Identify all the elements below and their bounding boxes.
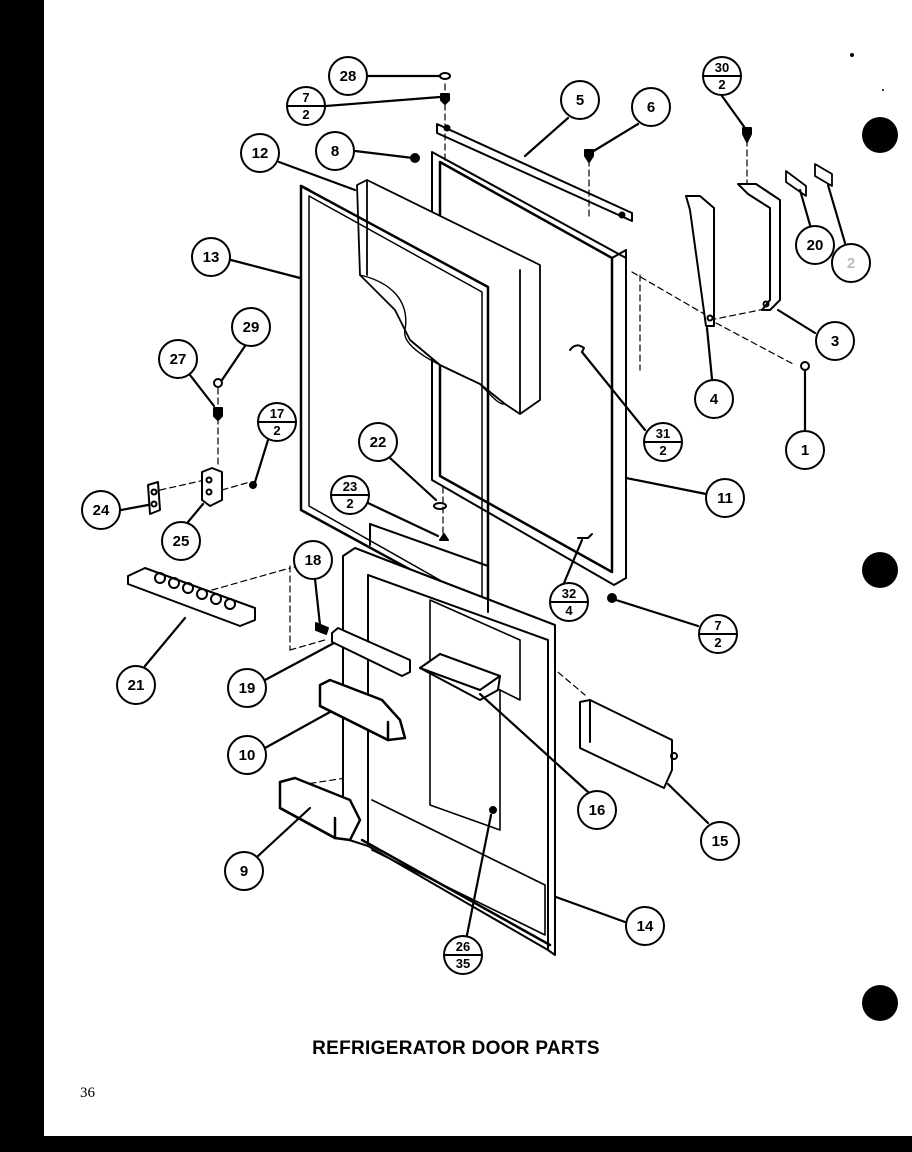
callout-part-13: 13 [191,237,231,277]
callout-part-1: 1 [785,430,825,470]
callout-part-28: 28 [328,56,368,96]
egg-tray [127,567,256,627]
scan-border [0,1136,912,1152]
callout-part-22: 22 [358,422,398,462]
door-shelf-small [419,653,501,701]
diagram-title: REFRIGERATOR DOOR PARTS [312,1038,600,1059]
door-clips [433,344,593,539]
callout-part-6: 6 [631,87,671,127]
shims [785,163,833,197]
punch-hole [862,552,898,588]
callout-part-2: 2 [831,243,871,283]
callout-part-9: 9 [224,851,264,891]
bottom-trim-strip [579,699,678,789]
callout-part-29: 29 [231,307,271,347]
callout-part-16: 16 [577,790,617,830]
hinge-brackets [685,183,781,327]
callout-part-3: 3 [815,321,855,361]
shelf-bar [315,622,411,677]
punch-hole [862,985,898,1021]
callout-part-27: 27 [158,339,198,379]
punch-hole [862,117,898,153]
callout-part-18: 18 [293,540,333,580]
callout-part-25: 25 [161,521,201,561]
callout-part-20: 20 [795,225,835,265]
callout-part-19: 19 [227,668,267,708]
leader-lines [119,74,847,937]
fasteners [213,72,810,814]
callout-part-21: 21 [116,665,156,705]
callout-part-24: 24 [81,490,121,530]
callout-part-12: 12 [240,133,280,173]
hinge-assembly [147,467,223,515]
page-number: 36 [80,1085,95,1101]
callout-part-8: 8 [315,131,355,171]
callout-part-10: 10 [227,735,267,775]
door-bin-upper [318,678,407,742]
callout-part-11: 11 [705,478,745,518]
callout-part-5: 5 [560,80,600,120]
door-bin-lower [278,776,362,842]
callout-part-15: 15 [700,821,740,861]
fresh-food-door-inner-liner [342,523,556,956]
callout-part-4: 4 [694,379,734,419]
callout-part-14: 14 [625,906,665,946]
door-insulation-liner [356,179,541,415]
